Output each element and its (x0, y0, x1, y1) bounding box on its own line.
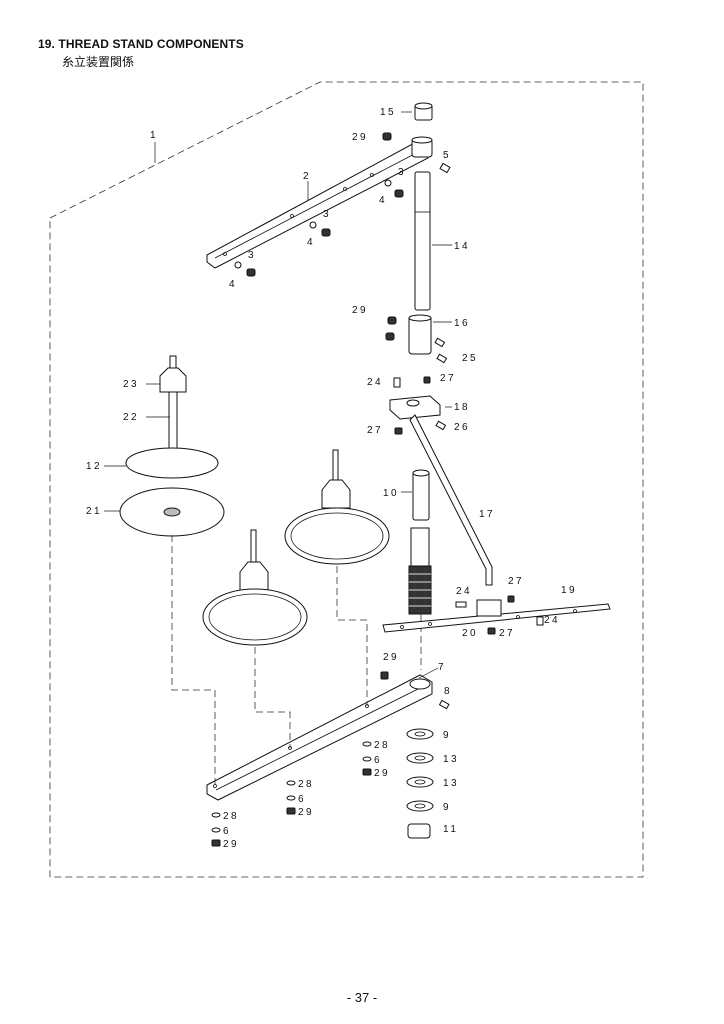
callout-14: 14 (454, 241, 470, 252)
callout-21: 21 (86, 506, 102, 517)
callout-25: 25 (462, 353, 478, 364)
callout-29: 29 (223, 839, 239, 850)
callout-17: 17 (479, 509, 495, 520)
lower-clamp-bracket (385, 314, 448, 364)
callout-6: 6 (298, 794, 306, 805)
callout-3: 3 (398, 167, 406, 178)
arm-fasteners (234, 132, 451, 277)
callout-28: 28 (298, 779, 314, 790)
callout-28: 28 (374, 740, 390, 751)
callout-22: 22 (123, 412, 139, 423)
callout-26: 26 (454, 422, 470, 433)
callout-29: 29 (352, 305, 368, 316)
callout-20: 20 (462, 628, 478, 639)
top-cap (414, 102, 433, 121)
callout-24: 24 (367, 377, 383, 388)
assembly-boundary (49, 81, 644, 878)
callout-15: 15 (380, 107, 396, 118)
page-subtitle: 糸立装置関係 (62, 55, 135, 69)
callout-29: 29 (298, 807, 314, 818)
callout-labels: 1 2 3 3 3 4 4 4 5 15 29 14 29 16 25 24 2… (86, 107, 577, 850)
callout-5: 5 (443, 150, 451, 161)
fastener-stack-left (211, 812, 221, 847)
callout-29: 29 (374, 768, 390, 779)
callout-1: 1 (150, 130, 158, 141)
fastener-stack-middle (286, 780, 296, 815)
callout-7: 7 (438, 662, 446, 673)
callout-9: 9 (443, 730, 451, 741)
callout-8: 8 (444, 686, 452, 697)
callout-24: 24 (544, 615, 560, 626)
callout-29: 29 (352, 132, 368, 143)
callout-3: 3 (248, 250, 256, 261)
callout-13: 13 (443, 754, 459, 765)
base-arm (206, 671, 450, 801)
callout-18: 18 (454, 402, 470, 413)
callout-6: 6 (374, 755, 382, 766)
callout-4: 4 (229, 279, 237, 290)
callout-9: 9 (443, 802, 451, 813)
callout-4: 4 (307, 237, 315, 248)
callout-27: 27 (508, 576, 524, 587)
callout-29: 29 (383, 652, 399, 663)
support-rod (409, 414, 493, 586)
callout-11: 11 (443, 824, 458, 835)
callout-2: 2 (303, 171, 311, 182)
callout-27: 27 (440, 373, 456, 384)
thread-guide-bar (382, 595, 611, 635)
callout-28: 28 (223, 811, 239, 822)
callout-3: 3 (323, 209, 331, 220)
callout-13: 13 (443, 778, 459, 789)
callout-24: 24 (456, 586, 472, 597)
rod-bracket (389, 376, 447, 435)
page-number: - 37 - (346, 990, 378, 1005)
callout-10: 10 (383, 488, 399, 499)
callout-27: 27 (499, 628, 515, 639)
callout-4: 4 (379, 195, 387, 206)
fastener-stack-right (362, 741, 372, 776)
callout-23: 23 (123, 379, 139, 390)
callout-27: 27 (367, 425, 383, 436)
spool-holder-middle (202, 529, 308, 646)
callout-19: 19 (561, 585, 577, 596)
callout-16: 16 (454, 318, 470, 329)
callout-12: 12 (86, 461, 102, 472)
page-title: 19. THREAD STAND COMPONENTS (38, 37, 244, 51)
spool-holder-right (284, 449, 390, 565)
washer-stack (406, 728, 434, 839)
callout-6: 6 (223, 826, 231, 837)
upper-arm (206, 139, 429, 269)
threaded-section (408, 565, 432, 615)
